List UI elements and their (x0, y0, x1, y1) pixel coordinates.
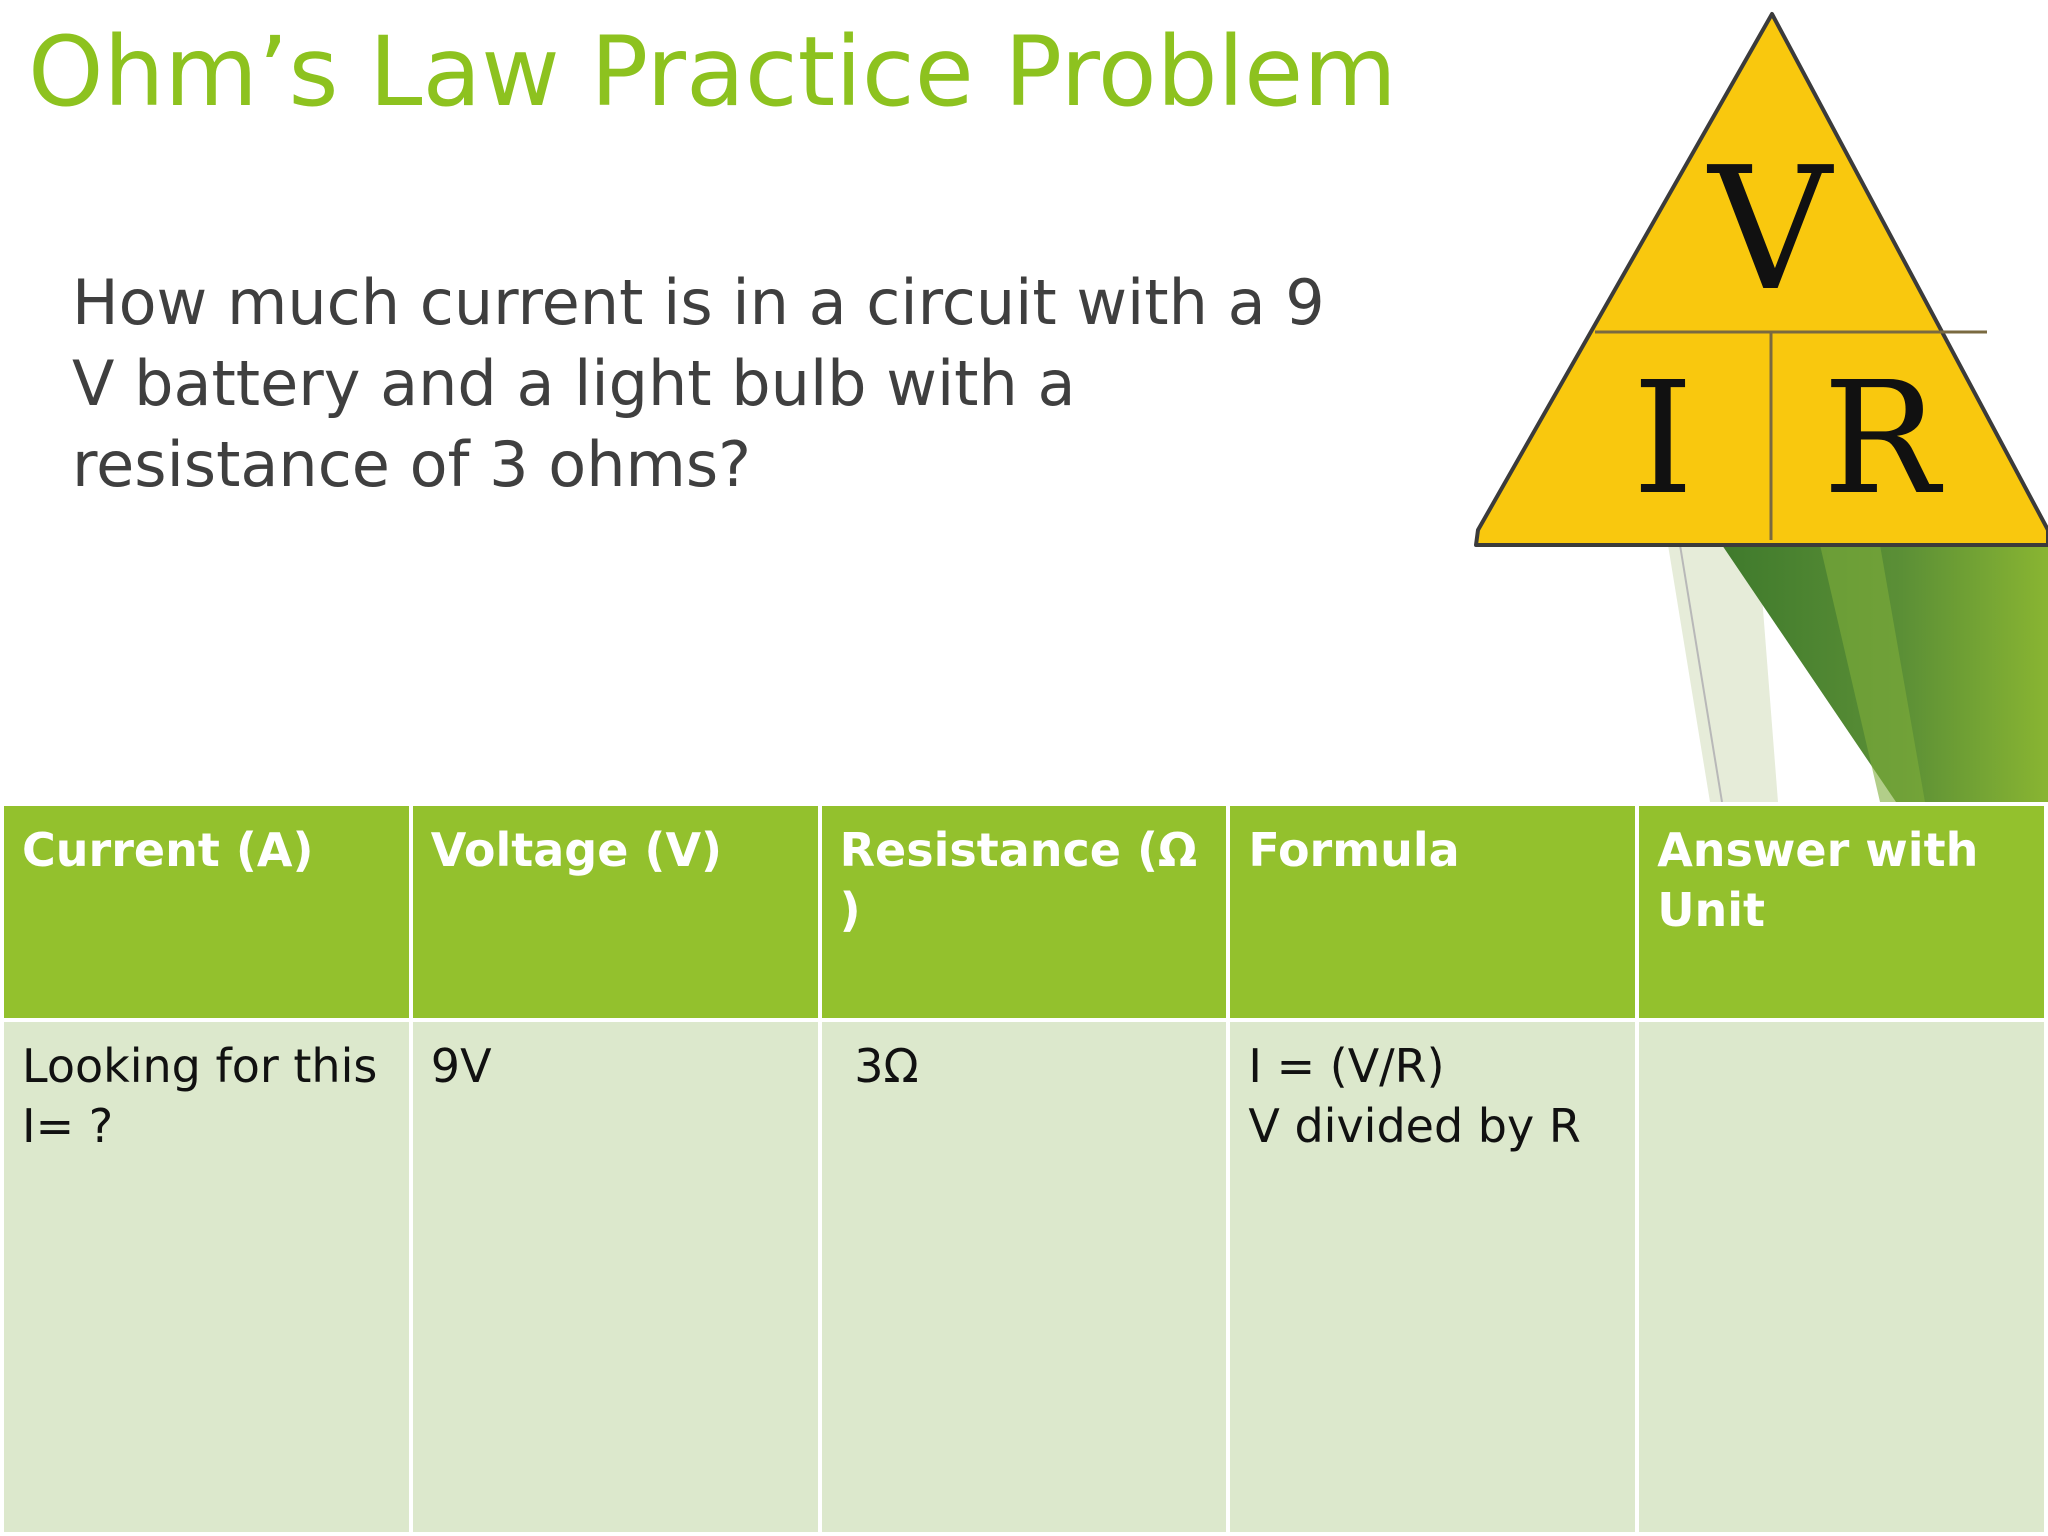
header-answer: Answer with Unit (1635, 802, 2048, 1022)
header-voltage: Voltage (V) (408, 802, 822, 1022)
decor-shard-light (1820, 545, 1925, 802)
cell-current-line: I= ? (22, 1099, 114, 1153)
cell-formula-line: V divided by R (1248, 1099, 1581, 1153)
header-formula: Formula (1226, 802, 1640, 1022)
cell-formula: I = (V/R) V divided by R (1226, 1018, 1640, 1536)
question-line: resistance of 3 ohms? (72, 428, 752, 501)
question-line: How much current is in a circuit with a … (72, 266, 1325, 339)
cell-voltage: 9V (408, 1018, 822, 1536)
header-current: Current (A) (0, 802, 413, 1022)
cell-formula-line: I = (V/R) (1248, 1039, 1445, 1093)
cell-resistance: 3Ω (817, 1018, 1231, 1536)
triangle-letter-v: V (1707, 131, 1835, 329)
table-header-row: Current (A) Voltage (V) Resistance (Ω ) … (0, 802, 2048, 1022)
triangle-letter-i: I (1632, 348, 1693, 529)
decor-shard-shadow (1668, 545, 1778, 802)
slide-title: Ohm’s Law Practice Problem (28, 16, 1397, 128)
ohms-law-triangle-graphic: V I R (1474, 12, 2048, 803)
table-row: Looking for this I= ? 9V 3Ω I = (V/R) V … (0, 1018, 2048, 1536)
header-resistance: Resistance (Ω ) (817, 802, 1231, 1022)
decor-thin-line (1679, 544, 1723, 803)
cell-answer[interactable] (1635, 1018, 2048, 1536)
cell-resistance-value: 3Ω (839, 1039, 919, 1093)
triangle-shape (1474, 12, 2048, 547)
question-line: V battery and a light bulb with a (72, 347, 1076, 420)
cell-current: Looking for this I= ? (0, 1018, 413, 1536)
ohms-law-table: Current (A) Voltage (V) Resistance (Ω ) … (0, 802, 2048, 1536)
triangle-letter-r: R (1823, 348, 1944, 529)
question-text: How much current is in a circuit with a … (72, 262, 1352, 505)
cell-current-line: Looking for this (22, 1039, 378, 1093)
cell-voltage-value: 9V (430, 1039, 492, 1093)
